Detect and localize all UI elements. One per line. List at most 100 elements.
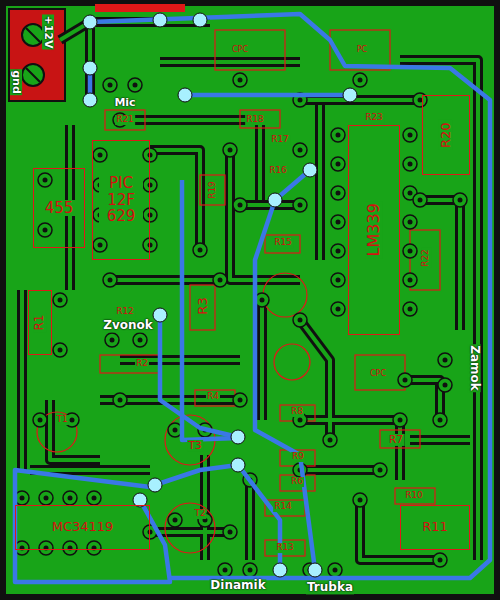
- solder-pad: [38, 173, 52, 187]
- copper-trace: [300, 98, 420, 102]
- via: [178, 88, 192, 102]
- drill-hole: [58, 298, 63, 303]
- drill-hole: [403, 378, 408, 383]
- drill-hole: [173, 428, 178, 433]
- drill-hole: [148, 183, 153, 188]
- solder-pad: [53, 343, 67, 357]
- trace-clearance: [150, 150, 200, 250]
- component-name: R11: [420, 520, 450, 534]
- trace-clearance: [110, 275, 220, 285]
- solder-pad: [223, 143, 237, 157]
- solder-pad: [33, 413, 47, 427]
- drill-hole: [443, 383, 448, 388]
- component-box: MC34119: [15, 505, 150, 550]
- drill-hole: [333, 568, 338, 573]
- drill-hole: [336, 191, 341, 196]
- trace-clearance: [315, 105, 325, 260]
- component-outline: [105, 110, 145, 130]
- drill-hole: [68, 496, 73, 501]
- solder-pad: [323, 433, 337, 447]
- drill-hole: [408, 307, 413, 312]
- drill-hole: [328, 438, 333, 443]
- solder-pad: [453, 193, 467, 207]
- part-name: R23: [364, 113, 384, 123]
- top-layer-trace: [238, 465, 280, 570]
- part-name: R15: [273, 238, 293, 248]
- solder-pad: [103, 273, 117, 287]
- solder-pad: [331, 128, 345, 142]
- drill-hole: [408, 249, 413, 254]
- component-name: 455: [43, 200, 76, 217]
- trace-clearance: [400, 60, 478, 560]
- solder-pad: [38, 223, 52, 237]
- part-name: T1: [55, 415, 68, 425]
- terminal-block: [9, 9, 65, 101]
- solder-pad: [143, 178, 157, 192]
- drill-hole: [228, 530, 233, 535]
- solder-pad: [353, 73, 367, 87]
- solder-pad: [223, 525, 237, 539]
- drill-hole: [358, 78, 363, 83]
- drill-hole: [223, 568, 228, 573]
- via: [268, 193, 282, 207]
- copper-trace: [150, 150, 200, 250]
- silkscreen: [100, 30, 440, 556]
- trace-clearance: [257, 300, 267, 420]
- transistor-outline: [274, 344, 310, 380]
- component-box: 455: [33, 168, 85, 248]
- copper-trace: [20, 290, 24, 470]
- top-layer-trace: [15, 470, 170, 582]
- solder-pad: [293, 198, 307, 212]
- via: [193, 13, 207, 27]
- part-name: R8: [290, 407, 304, 417]
- copper-trace: [400, 60, 478, 560]
- solder-pad: [293, 313, 307, 327]
- drill-hole: [43, 228, 48, 233]
- solder-pad: [53, 293, 67, 307]
- solder-pad: [87, 491, 101, 505]
- solder-pad: [133, 333, 147, 347]
- copper-trace: [410, 438, 470, 442]
- screw-slot: [26, 28, 40, 82]
- solder-pad: [328, 563, 342, 577]
- drill-hole: [92, 496, 97, 501]
- connector-label: gnd: [10, 69, 22, 95]
- copper-trace: [405, 380, 440, 420]
- top-layer-trace: [160, 315, 238, 437]
- drill-hole: [173, 518, 178, 523]
- solder-pad: [433, 553, 447, 567]
- solder-pad: [233, 198, 247, 212]
- ground-pour: [6, 6, 494, 594]
- drill-hole: [108, 83, 113, 88]
- solder-pad: [213, 273, 227, 287]
- part-name: R13: [275, 543, 295, 553]
- drill-hole: [438, 558, 443, 563]
- copper-trace: [60, 22, 210, 40]
- component-box: R20: [422, 95, 470, 175]
- part-name: R10: [404, 491, 424, 501]
- trace-clearance: [245, 480, 255, 560]
- drill-hole: [133, 83, 138, 88]
- component-outline: [195, 390, 235, 406]
- drill-hole: [20, 496, 25, 501]
- silk-bar: [95, 4, 185, 12]
- solder-pad: [403, 244, 417, 258]
- component-outline: [215, 30, 285, 70]
- silkscreen-circles: [37, 273, 310, 553]
- drill-hole: [248, 568, 253, 573]
- component-outline: [280, 475, 315, 491]
- drill-hole: [336, 220, 341, 225]
- via: [273, 563, 287, 577]
- solder-pad: [293, 143, 307, 157]
- drill-hole: [118, 398, 123, 403]
- component-outline: [200, 175, 225, 205]
- pads: [15, 73, 467, 577]
- drill-hole: [44, 496, 49, 501]
- component-outline: [395, 488, 435, 504]
- drill-hole: [298, 148, 303, 153]
- drill-hole: [43, 178, 48, 183]
- via: [303, 163, 317, 177]
- drill-hole: [218, 278, 223, 283]
